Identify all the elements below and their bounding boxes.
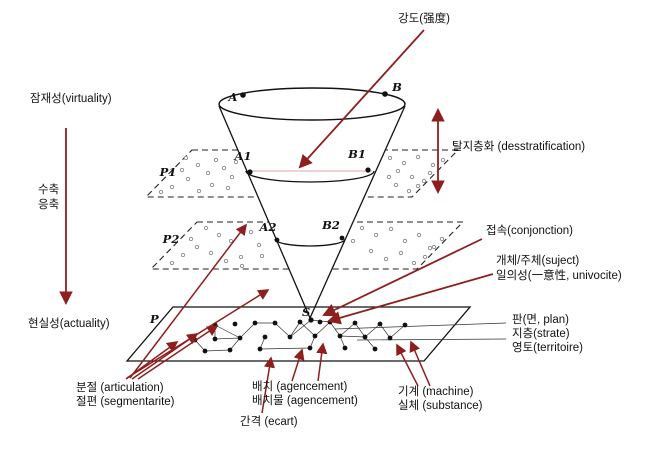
gap-arrow bbox=[261, 356, 276, 414]
point-s-label: S bbox=[302, 305, 310, 319]
plane-p2-texture bbox=[169, 225, 445, 269]
cone-points: A B A1 B1 A2 B2 P1 P2 bbox=[159, 80, 402, 246]
point-a1-label: A1 bbox=[234, 149, 252, 163]
label-stratum: 지층(strate) bbox=[512, 327, 570, 340]
point-a2-label: A2 bbox=[259, 220, 277, 234]
label-destratification: 탈지층화 (desstratification) bbox=[452, 139, 585, 153]
plane-p2-label: P2 bbox=[162, 232, 180, 246]
conjunction-arrow bbox=[322, 238, 483, 317]
point-b2-label: B2 bbox=[321, 218, 340, 232]
substance-arrow bbox=[409, 340, 431, 387]
plane-p1-label: P1 bbox=[159, 165, 177, 179]
label-condensation: 응축 bbox=[38, 198, 59, 211]
articulation-arrow-mid bbox=[126, 289, 270, 379]
label-conjunction: 접속(conjonction) bbox=[486, 224, 573, 237]
point-b1-label: B1 bbox=[347, 147, 366, 161]
text-labels: 강도(强度) 잠재성(virtuality) 수축 응축 현실성(actuali… bbox=[28, 11, 622, 428]
label-intensity: 강도(强度) bbox=[398, 11, 450, 25]
intensity-arrow bbox=[298, 29, 425, 169]
label-segment: 절편 (segmentarite) bbox=[76, 394, 175, 408]
arrangement-arrow-2 bbox=[316, 342, 328, 382]
machine-arrow bbox=[396, 343, 419, 387]
label-gap: 간격 (ecart) bbox=[240, 414, 298, 428]
label-subject: 개체/주체(suject) bbox=[496, 254, 579, 267]
label-articulation: 분절 (articulation) bbox=[76, 380, 164, 394]
articulation-arrow-3 bbox=[137, 325, 219, 380]
label-plane: 판(면, plan) bbox=[512, 313, 569, 326]
label-virtuality: 잠재성(virtuality) bbox=[30, 92, 112, 105]
plane-p-label: P bbox=[149, 312, 159, 326]
arrangement-arrow-1 bbox=[291, 348, 305, 382]
plane-p1 bbox=[144, 149, 460, 198]
articulation-arrow-2 bbox=[131, 333, 199, 380]
section-arc-p1 bbox=[245, 170, 375, 183]
label-actuality: 현실성(actuality) bbox=[28, 317, 110, 330]
plane-p2 bbox=[149, 221, 465, 270]
cone bbox=[218, 87, 406, 319]
label-arrangement: 배치 (agencement) bbox=[252, 380, 347, 393]
point-b-label: B bbox=[391, 80, 402, 94]
plane-p: P S bbox=[125, 305, 507, 362]
plane-p-network bbox=[192, 317, 507, 354]
label-univocity: 일의성(一意性, univocite) bbox=[496, 268, 622, 282]
label-territory: 영토(territoire) bbox=[512, 341, 583, 354]
plane-p1-texture bbox=[158, 154, 446, 195]
articulation-arrow-1 bbox=[125, 341, 179, 380]
articulation-arrow-long bbox=[129, 223, 248, 379]
label-contraction: 수축 bbox=[38, 183, 59, 196]
cone-mouth bbox=[218, 87, 406, 121]
label-substance: 실체 (substance) bbox=[398, 399, 483, 412]
subject-arrow bbox=[327, 273, 494, 325]
annotation-arrows bbox=[59, 29, 494, 414]
label-arrangement-thing: 배치물 (agencement) bbox=[252, 394, 358, 407]
point-a-label: A bbox=[228, 90, 238, 104]
label-machine: 기계 (machine) bbox=[398, 385, 474, 398]
